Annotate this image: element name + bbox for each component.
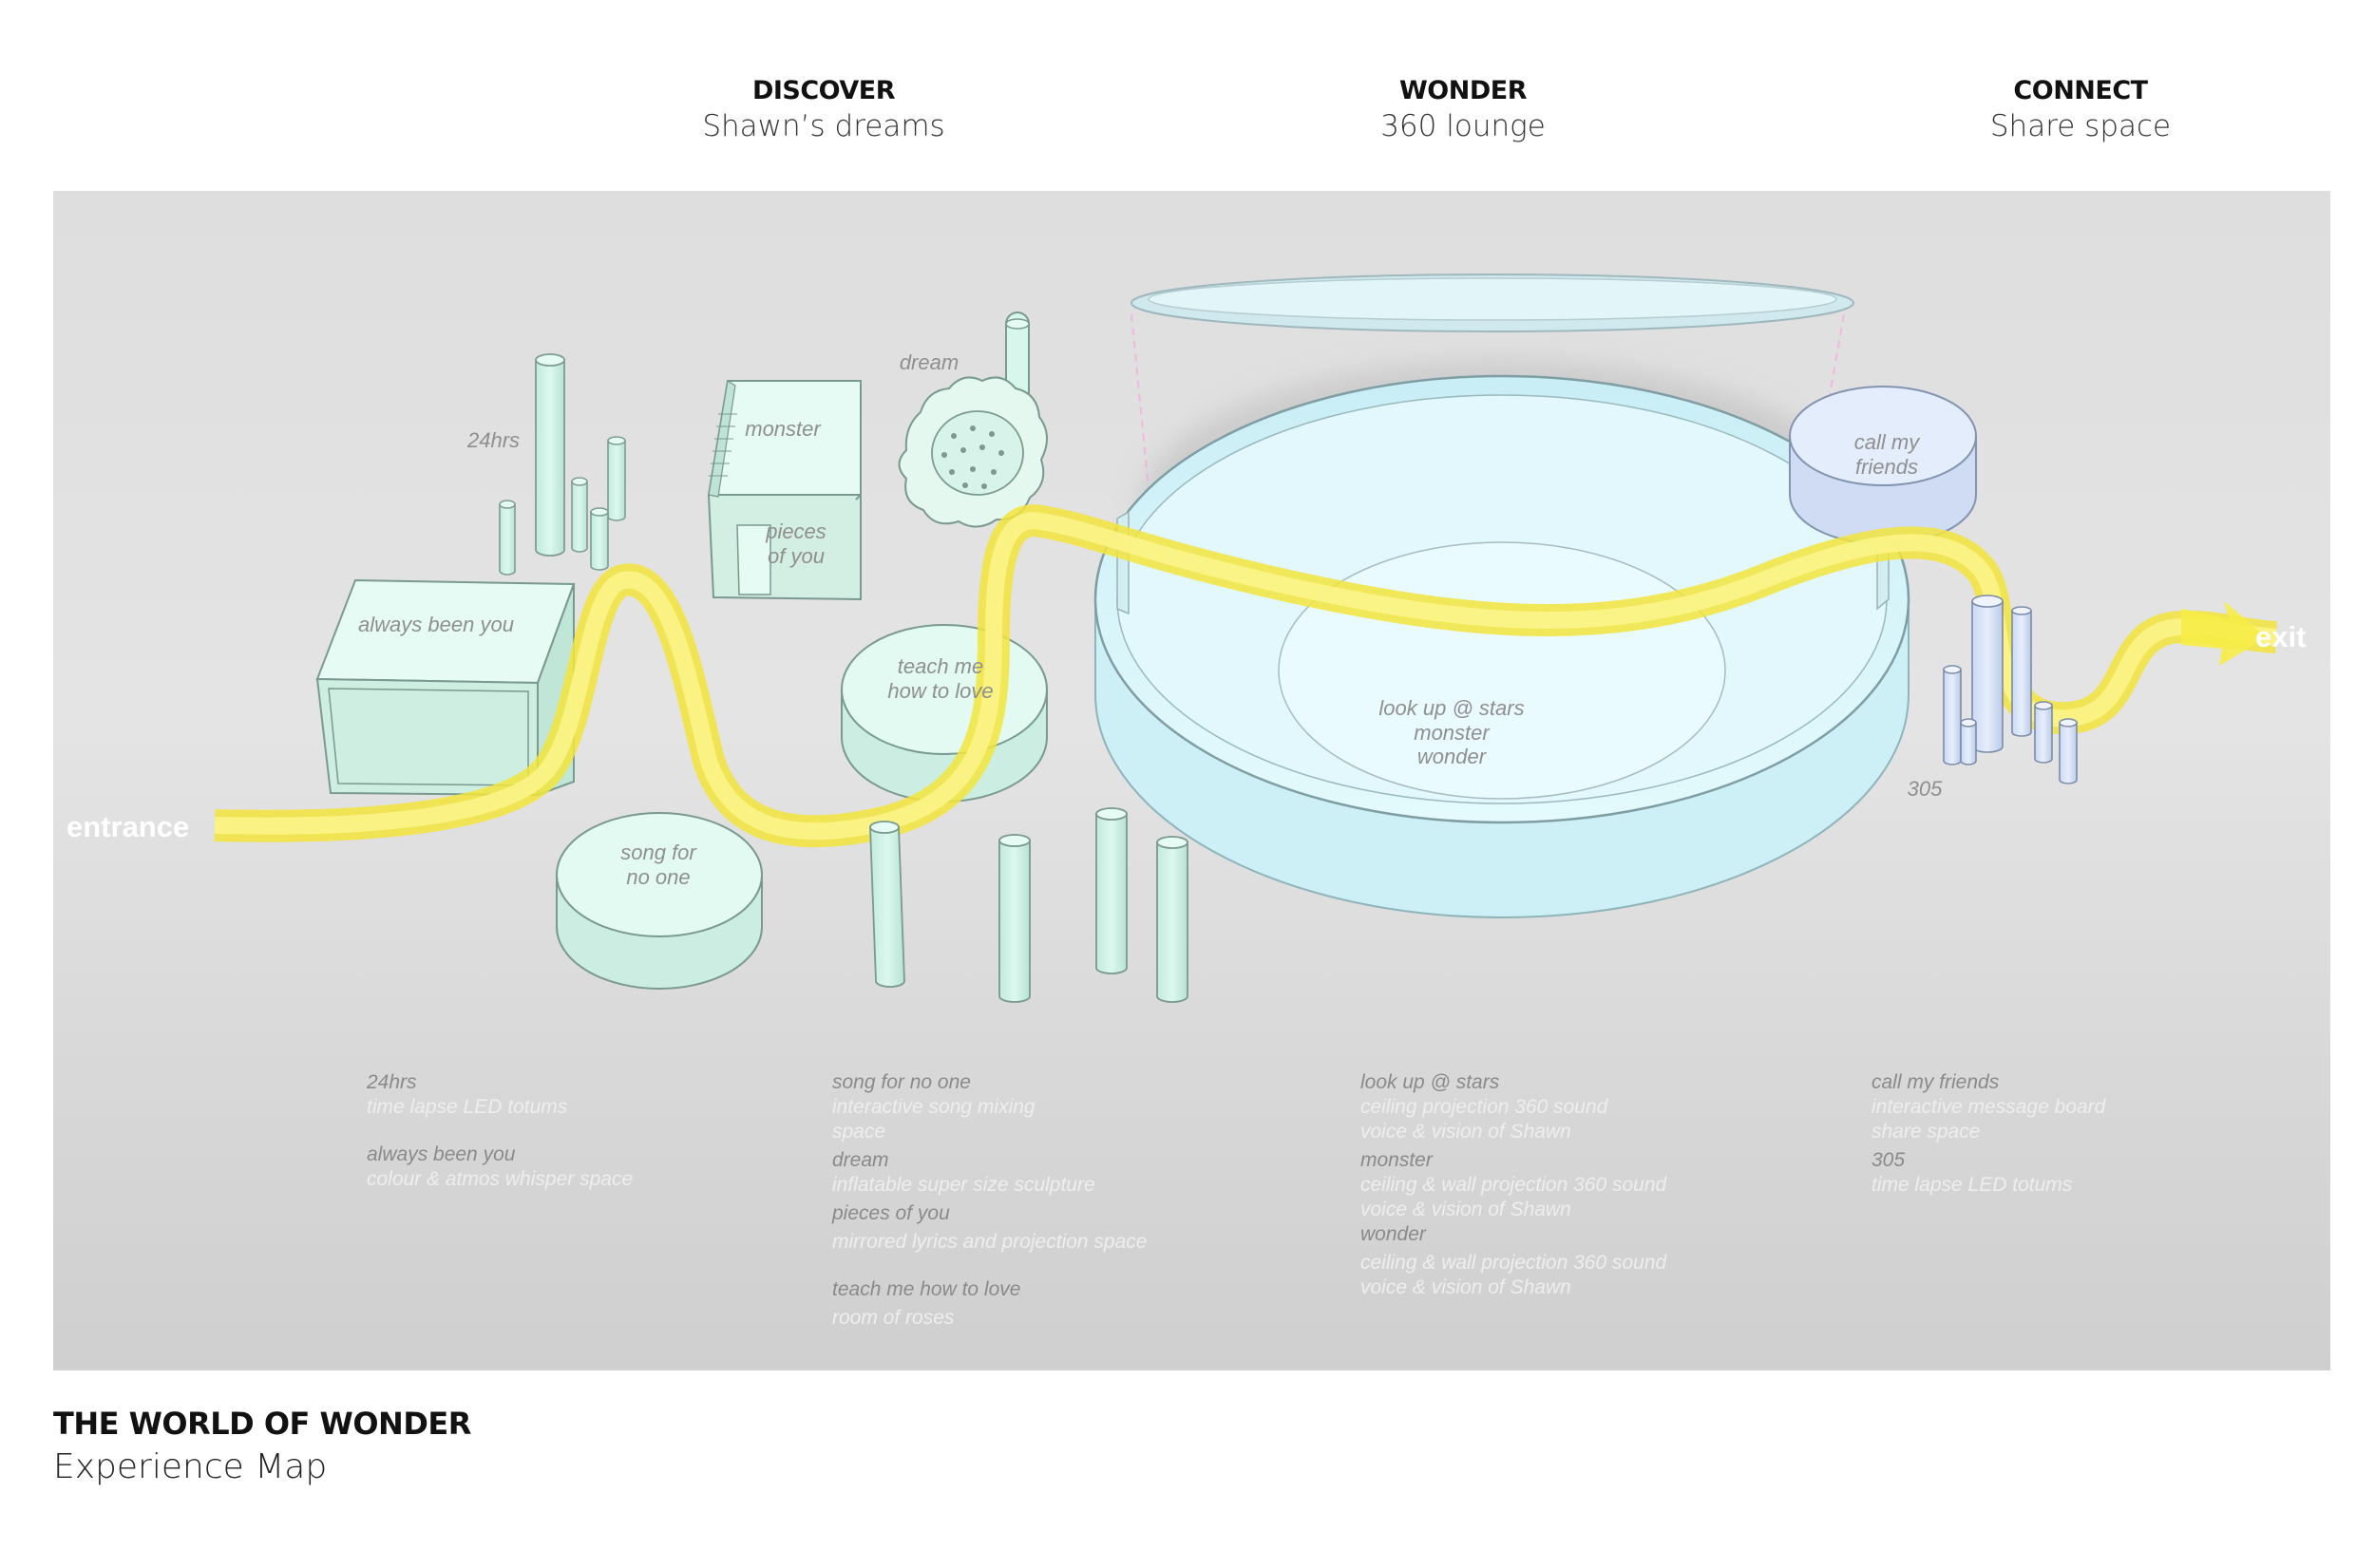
- description-text: colour & atmos whisper space: [367, 1168, 634, 1190]
- description-title: always been you: [367, 1143, 516, 1165]
- description-text: time lapse LED totums: [1872, 1174, 2073, 1196]
- zone-title: DISCOVER: [751, 76, 896, 105]
- experience-map-panel: entrance exit 24hrs always been you mons…: [53, 191, 2330, 1370]
- description-title: teach me how to love: [832, 1278, 1021, 1300]
- description-text: room of roses: [832, 1307, 955, 1329]
- label-song-line1: song for: [620, 841, 697, 864]
- call-my-friends-cylinder: [1789, 386, 1977, 545]
- description-text: interactive song mixing: [832, 1096, 1036, 1118]
- label-305: 305: [1908, 777, 1943, 801]
- dream-sculpture: [898, 312, 1048, 528]
- rose-pillars: [869, 807, 1188, 1003]
- description-text: voice & vision of Shawn: [1360, 1276, 1571, 1298]
- zone-title: WONDER: [1399, 76, 1527, 105]
- description-column-discover-a: 24hrs time lapse LED totums always been …: [367, 1070, 633, 1192]
- zone-subtitle: Shawn’s dreams: [702, 109, 945, 143]
- monster-building: [707, 380, 862, 601]
- zone-wonder-header: WONDER 360 lounge: [1380, 76, 1546, 143]
- label-monster: monster: [745, 417, 822, 441]
- description-text: voice & vision of Shawn: [1360, 1199, 1571, 1220]
- label-pieces-line2: of you: [768, 544, 825, 568]
- label-dream: dream: [900, 350, 959, 374]
- label-teach-line1: teach me: [898, 654, 984, 678]
- description-text: time lapse LED totums: [367, 1096, 568, 1118]
- exit-arrow-icon: [2181, 601, 2267, 666]
- label-lounge-line2: monster: [1414, 721, 1491, 745]
- footer-title: THE WORLD OF WONDER: [53, 1406, 471, 1442]
- description-text: ceiling projection 360 sound: [1360, 1096, 1608, 1118]
- song-for-no-one-cylinder: [556, 812, 763, 990]
- footer-subtitle: Experience Map: [53, 1447, 328, 1486]
- lounge-360: [1093, 362, 1910, 918]
- description-title: wonder: [1360, 1223, 1426, 1245]
- description-title: call my friends: [1872, 1071, 2000, 1093]
- zone-discover-header: DISCOVER Shawn’s dreams: [702, 76, 944, 143]
- description-title: pieces of you: [832, 1202, 950, 1224]
- entrance-label: entrance: [66, 810, 189, 843]
- experience-map: entrance exit 24hrs always been you mons…: [53, 191, 2330, 1370]
- description-text: mirrored lyrics and projection space: [832, 1231, 1148, 1253]
- description-column-wonder: look up @ stars ceiling projection 360 s…: [1360, 1070, 1666, 1300]
- label-call-line2: friends: [1855, 455, 1918, 479]
- zone-title: CONNECT: [2013, 76, 2148, 105]
- description-title: dream: [832, 1149, 889, 1171]
- label-lounge-line3: wonder: [1417, 745, 1488, 768]
- description-text: interactive message board: [1872, 1096, 2106, 1118]
- zone-subtitle: Share space: [1989, 109, 2172, 143]
- ceiling-projection-disc: [1130, 274, 1854, 752]
- description-text: ceiling & wall projection 360 sound: [1360, 1252, 1667, 1274]
- label-lounge-line1: look up @ stars: [1378, 696, 1524, 720]
- totems-305: [1943, 595, 2078, 784]
- label-always-been-you: always been you: [358, 613, 514, 636]
- label-teach-line2: how to love: [887, 679, 993, 703]
- totems-24hrs: [499, 353, 626, 576]
- zone-connect-header: CONNECT Share space: [1990, 76, 2171, 143]
- always-been-you-box: [315, 578, 576, 797]
- description-text: share space: [1872, 1121, 1981, 1143]
- label-24hrs: 24hrs: [466, 428, 520, 452]
- description-title: song for no one: [832, 1071, 971, 1093]
- description-text: space: [832, 1121, 886, 1143]
- visitor-path: [214, 504, 2278, 848]
- description-column-discover-b: song for no one interactive song mixing …: [832, 1070, 1147, 1331]
- description-text: voice & vision of Shawn: [1360, 1121, 1571, 1143]
- zone-subtitle: 360 lounge: [1380, 109, 1546, 143]
- label-call-line1: call my: [1854, 430, 1921, 454]
- label-song-line2: no one: [626, 865, 690, 889]
- description-title: monster: [1360, 1149, 1433, 1171]
- exit-label: exit: [2255, 620, 2306, 653]
- description-text: inflatable super size sculpture: [832, 1174, 1095, 1196]
- description-column-connect: call my friends interactive message boar…: [1872, 1070, 2105, 1198]
- description-title: 24hrs: [367, 1071, 417, 1093]
- description-text: ceiling & wall projection 360 sound: [1360, 1174, 1667, 1196]
- label-pieces-line1: pieces: [765, 520, 826, 543]
- description-title: look up @ stars: [1360, 1071, 1500, 1093]
- description-title: 305: [1872, 1149, 1906, 1171]
